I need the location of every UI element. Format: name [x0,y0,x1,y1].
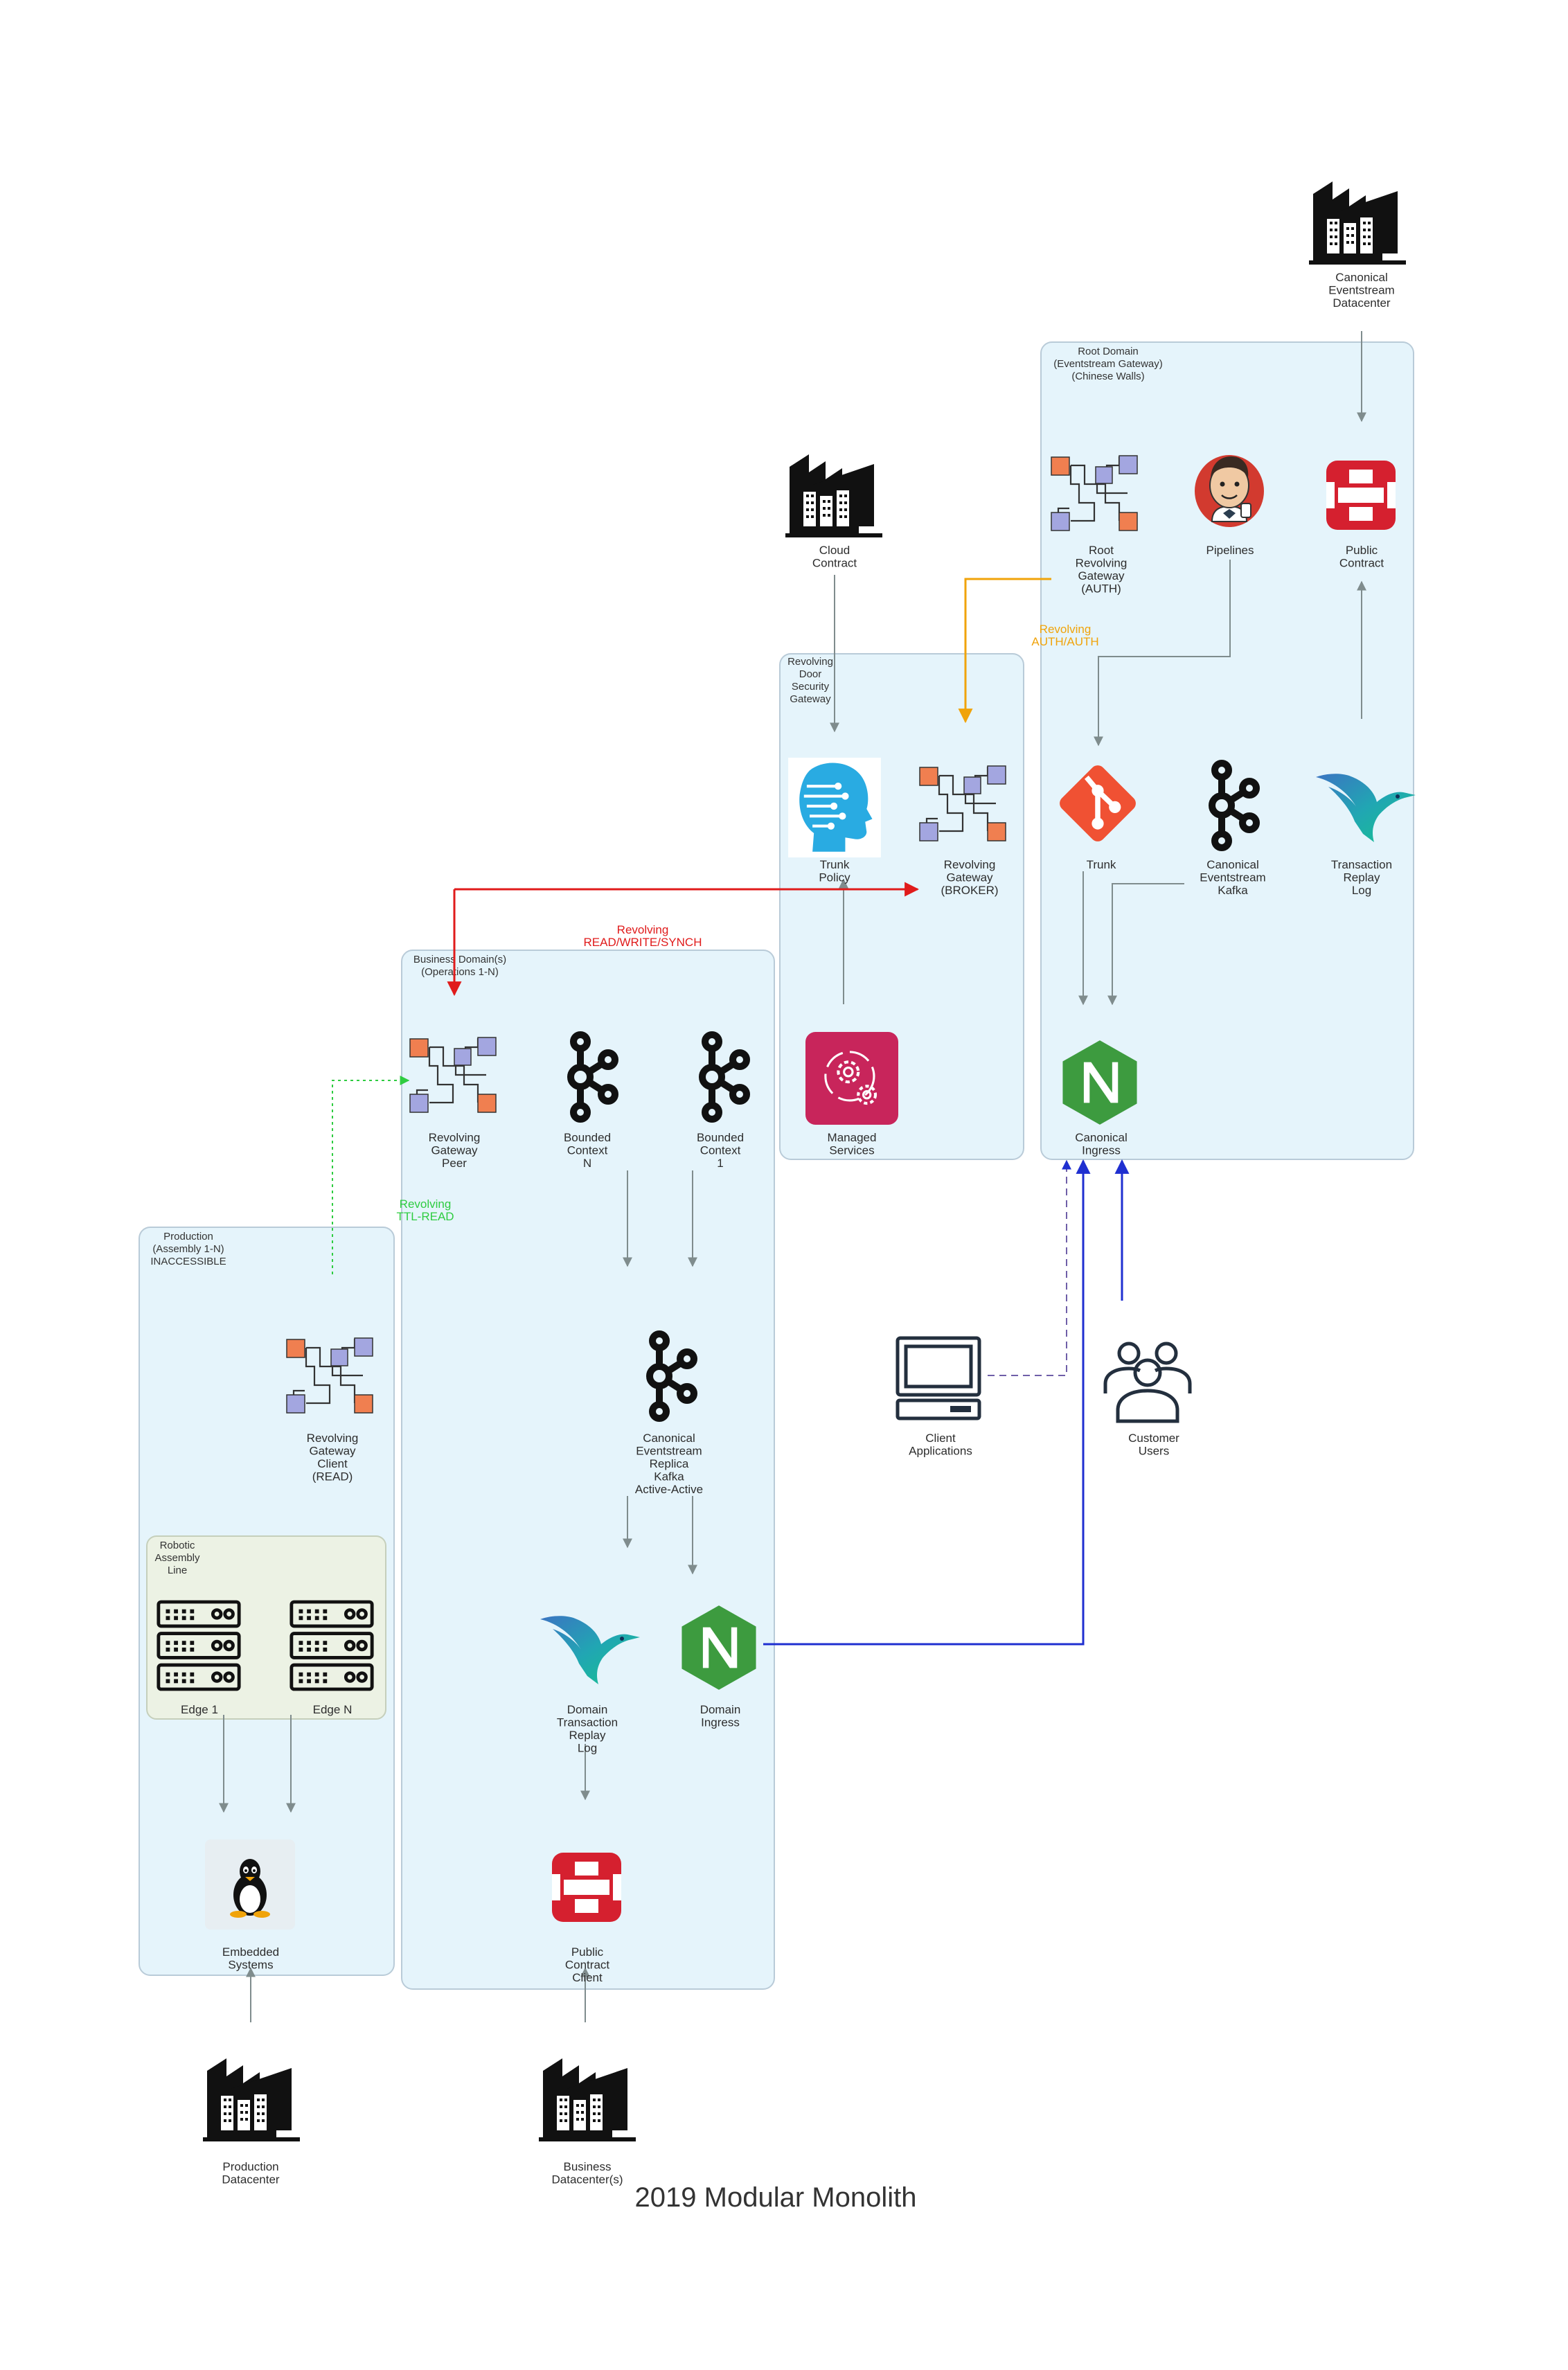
datacenter-icon [1309,181,1406,265]
computer-icon[interactable] [898,1338,979,1418]
edge-kafka-to-ingress [1107,883,1184,1006]
users-icon[interactable] [1105,1344,1190,1421]
edge-read [332,1076,410,1274]
node-label-pipelines: Pipelines [1206,544,1254,557]
edge-auth [958,578,1051,724]
cluster-label-business: Business Domain(s)(Operations 1-N) [413,954,506,978]
jenkins-icon[interactable] [1193,454,1265,528]
cluster-label-production: Production(Assembly 1-N)INACCESSIBLE [150,1231,226,1267]
cluster-business-domain [401,950,775,1990]
edges [219,331,1366,2022]
edge-domain-ingress-to-canonical [763,1159,1091,1646]
datacenter-icon [203,2058,300,2141]
openshift-icon[interactable] [1326,461,1396,530]
edge-client-apps-to-ingress [988,1159,1071,1376]
ai-head-icon[interactable] [788,758,881,857]
node-label-edge-n: Edge N [313,1703,353,1716]
cluster-label-root: Root Domain(Eventstream Gateway)(Chinese… [1053,346,1163,382]
node-label-trunk: Trunk [1087,858,1116,871]
diagram-title: 2019 Modular Monolith [635,2182,917,2213]
managed-services-icon[interactable] [805,1032,898,1125]
edge-pipelines-to-trunk [1094,560,1231,747]
node-label-edge-1: Edge 1 [181,1703,218,1716]
datacenter-icon [785,454,882,537]
linux-icon[interactable] [205,1839,295,1930]
cluster-root-domain [1040,341,1414,1160]
datacenter-icon [539,2058,636,2141]
openshift-icon[interactable] [552,1853,621,1922]
